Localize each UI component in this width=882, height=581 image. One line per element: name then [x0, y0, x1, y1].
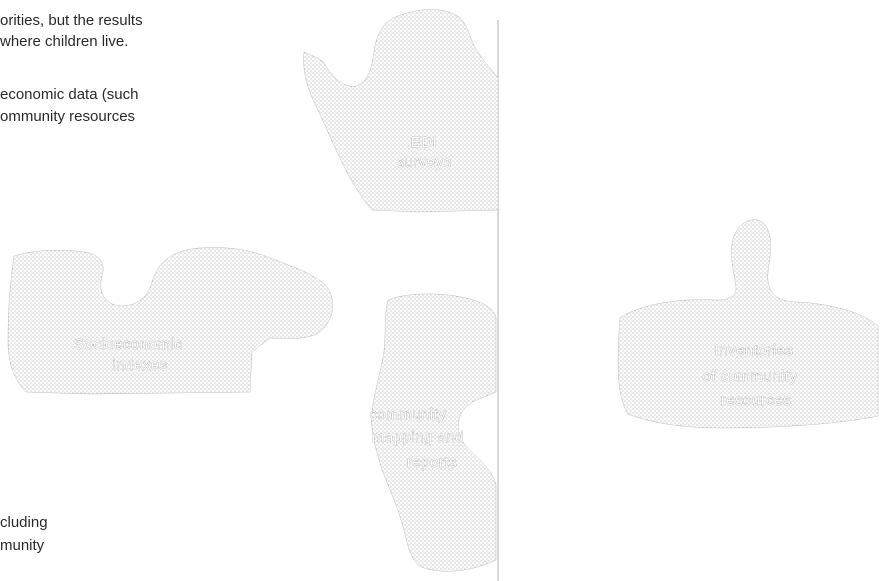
- piece-label: mapping and: [372, 429, 464, 446]
- piece-label: Inventories: [715, 342, 794, 359]
- puzzle-piece-shape: [371, 293, 497, 572]
- piece-label: community: [369, 406, 446, 423]
- body-text-line: ommunity resources: [0, 108, 136, 125]
- piece-label: reports: [407, 454, 457, 471]
- body-text-line: where children live.: [0, 33, 129, 50]
- piece-label: of community: [702, 368, 797, 385]
- body-text-line: orities, but the results: [0, 12, 143, 29]
- puzzle-piece-community-mapping: community mapping and reports: [369, 293, 497, 572]
- puzzle-piece-socioeconomic-indexes: Socioeconomic indexes: [7, 247, 333, 395]
- puzzle-piece-shape: [617, 219, 879, 429]
- piece-label: Socioeconomic: [74, 336, 182, 353]
- body-text-line: economic data (such: [0, 86, 139, 103]
- puzzle-piece-edi-surveys: EDI surveys: [303, 9, 499, 213]
- body-text-line: cluding: [0, 514, 48, 531]
- piece-label: EDI: [411, 134, 438, 151]
- piece-label: surveys: [396, 154, 451, 171]
- puzzle-piece-shape: [7, 247, 333, 395]
- piece-label: resources: [721, 392, 791, 409]
- puzzle-piece-inventories: Inventories of community resources: [617, 219, 879, 429]
- body-text-line: munity: [0, 537, 45, 554]
- piece-label: indexes: [112, 357, 167, 374]
- puzzle-piece-shape: [303, 9, 499, 213]
